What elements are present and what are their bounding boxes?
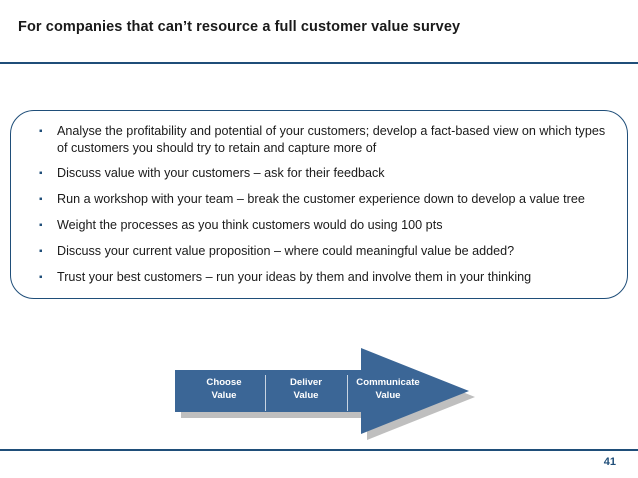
list-item-text: Weight the processes as you think custom… xyxy=(57,218,443,232)
arrow-step-communicate-value: Communicate Value xyxy=(347,375,429,412)
list-item: ▪ Weight the processes as you think cust… xyxy=(39,217,609,234)
page-number: 41 xyxy=(603,456,616,468)
list-item: ▪ Analyse the profitability and potentia… xyxy=(39,123,609,156)
list-item: ▪ Discuss your current value proposition… xyxy=(39,243,609,260)
list-item-text: Discuss value with your customers – ask … xyxy=(57,166,385,180)
arrow-step-labels: Choose Value Deliver Value Communicate V… xyxy=(183,375,429,412)
list-item: ▪ Trust your best customers – run your i… xyxy=(39,269,609,286)
arrow-step-line1: Deliver xyxy=(290,377,322,388)
arrow-step-line1: Communicate xyxy=(356,377,420,388)
arrow-step-line2: Value xyxy=(211,389,237,401)
bullet-list: ▪ Analyse the profitability and potentia… xyxy=(39,123,609,295)
page-title: For companies that can’t resource a full… xyxy=(18,19,461,35)
arrow-step-line1: Choose xyxy=(206,377,242,388)
arrow-step-choose-value: Choose Value xyxy=(183,376,265,412)
bullet-marker-icon: ▪ xyxy=(39,220,43,231)
arrow-step-line2: Value xyxy=(375,389,401,401)
list-item-text: Run a workshop with your team – break th… xyxy=(57,192,585,206)
bullet-panel: ▪ Analyse the profitability and potentia… xyxy=(10,110,628,299)
footer-divider xyxy=(0,449,638,451)
arrow-step-line2: Value xyxy=(293,389,319,401)
list-item-text: Analyse the profitability and potential … xyxy=(57,124,606,155)
title-divider xyxy=(0,62,638,64)
list-item: ▪ Run a workshop with your team – break … xyxy=(39,191,609,208)
bullet-marker-icon: ▪ xyxy=(39,126,43,137)
bullet-marker-icon: ▪ xyxy=(39,168,43,179)
bullet-marker-icon: ▪ xyxy=(39,272,43,283)
value-process-arrow: Choose Value Deliver Value Communicate V… xyxy=(175,348,475,440)
bullet-marker-icon: ▪ xyxy=(39,246,43,257)
list-item-text: Discuss your current value proposition –… xyxy=(57,244,515,258)
list-item-text: Trust your best customers – run your ide… xyxy=(57,270,532,284)
bullet-marker-icon: ▪ xyxy=(39,194,43,205)
list-item: ▪ Discuss value with your customers – as… xyxy=(39,165,609,182)
arrow-shape xyxy=(175,348,469,434)
arrow-step-deliver-value: Deliver Value xyxy=(265,375,347,412)
